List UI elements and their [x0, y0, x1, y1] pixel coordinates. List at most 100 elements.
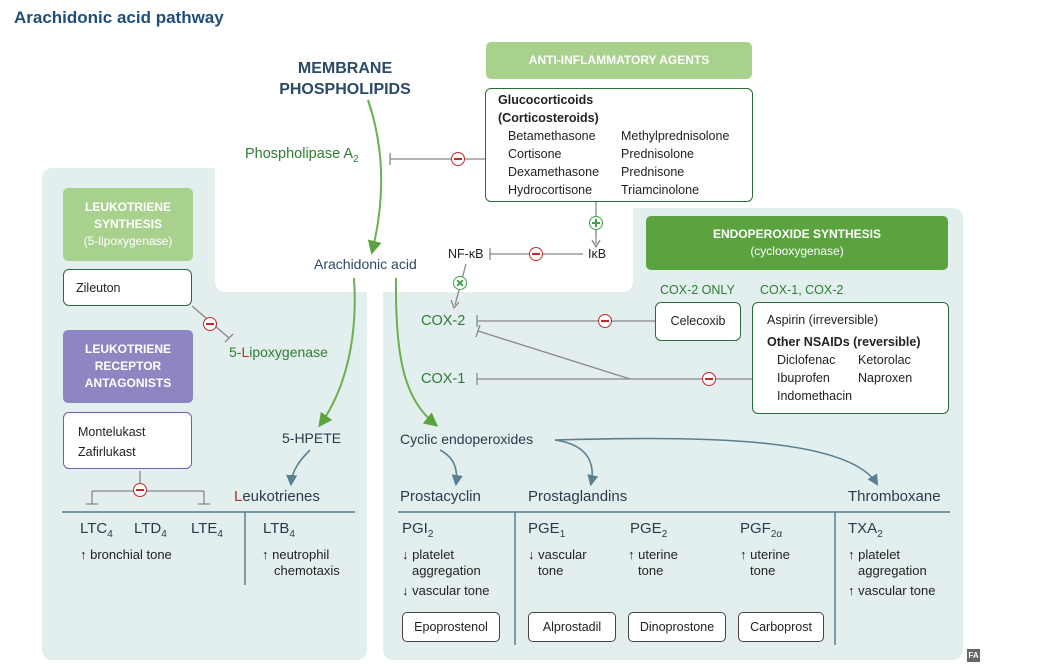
- pgf-effect2: tone: [750, 563, 776, 578]
- drug-celecoxib: Celecoxib: [670, 314, 726, 328]
- membrane-line2: PHOSPHOLIPIDS: [279, 81, 411, 98]
- alprostadil-box: Alprostadil: [528, 612, 616, 642]
- inhibit-cox1-icon: [702, 372, 716, 386]
- phospholipase-text: Phospholipase A: [245, 146, 354, 162]
- txa-base: TXA: [848, 520, 878, 537]
- pge1-sub: 1: [559, 529, 566, 540]
- drug-betamethasone: Betamethasone: [508, 129, 596, 143]
- zileuton-box: Zileuton: [63, 269, 192, 306]
- lipox-letter: L: [241, 344, 250, 360]
- lt-synthesis-line3: (5-lipoxygenase): [83, 234, 173, 248]
- pge1-base: PGE: [528, 520, 560, 537]
- cox1-cox2-label: COX-1, COX-2: [760, 283, 844, 297]
- drug-ibuprofen: Ibuprofen: [777, 371, 830, 385]
- lt-synthesis-line2: SYNTHESIS: [93, 217, 162, 231]
- carboprost-box: Carboprost: [738, 612, 824, 642]
- ltd4: LTD4: [134, 520, 167, 540]
- prostacyclin-heading: Prostacyclin: [400, 488, 481, 505]
- thromboxane-heading: Thromboxane: [848, 488, 941, 505]
- glucocorticoids-col1: Betamethasone Cortisone Dexamethasone Hy…: [508, 127, 599, 199]
- pge2-effects: ↑ uterine tone: [628, 547, 678, 579]
- pge2-base: PGE: [630, 520, 662, 537]
- inhibit-cox2-icon: [598, 314, 612, 328]
- inhibit-nfkb-icon: [529, 247, 543, 261]
- leukotrienes-rest: eukotrienes: [242, 488, 320, 505]
- lt-receptor-line1: LEUKOTRIENE: [84, 342, 171, 356]
- drug-indomethacin: Indomethacin: [777, 389, 853, 403]
- membrane-line1: MEMBRANE: [297, 60, 393, 77]
- drug-zileuton: Zileuton: [76, 281, 121, 295]
- ltd-sub: 4: [161, 529, 167, 540]
- leukotrienes-letter: L: [234, 488, 243, 505]
- pge2-effect2: tone: [638, 563, 664, 578]
- pgi2: PGI2: [402, 520, 433, 540]
- pgi-effect2: aggregation: [412, 563, 481, 578]
- lte-base: LTE: [191, 520, 218, 537]
- txa-effect2: aggregation: [858, 563, 927, 578]
- inhibit-lipoxygenase-icon: [203, 317, 217, 331]
- leukotriene-receptor-header: LEUKOTRIENE RECEPTOR ANTAGONISTS: [63, 330, 193, 403]
- epoprostenol-box: Epoprostenol: [402, 612, 500, 642]
- cox2-only-label: COX-2 ONLY: [660, 283, 735, 297]
- nsaids-box: Aspirin (irreversible) Other NSAIDs (rev…: [752, 302, 949, 414]
- endoperoxide-line1: ENDOPEROXIDE SYNTHESIS: [712, 227, 882, 241]
- txa-effect1: ↑ platelet: [848, 547, 901, 562]
- neutrophil-line1: ↑ neutrophil: [262, 547, 330, 562]
- pge1-effect2: tone: [538, 563, 564, 578]
- cox2-label: COX-2: [421, 313, 466, 329]
- cox1-label: COX-1: [421, 371, 466, 387]
- drug-prednisone: Prednisone: [621, 165, 685, 179]
- corner-logo: FA: [967, 649, 980, 662]
- inhibit-lt-receptor-icon: [133, 483, 147, 497]
- drug-diclofenac: Diclofenac: [777, 353, 836, 367]
- bronchial-effect: ↑ bronchial tone: [80, 547, 172, 562]
- pgf-sub: 2α: [770, 529, 783, 540]
- prostaglandins-heading: Prostaglandins: [528, 488, 628, 505]
- pge1-effect1: ↓ vascular: [528, 547, 587, 562]
- inhibit-pla2-icon: [451, 152, 465, 166]
- cyclic-endoperoxides: Cyclic endoperoxides: [400, 431, 534, 447]
- pgi-effect1: ↓ platelet: [402, 547, 455, 562]
- ltb-sub: 4: [289, 529, 295, 540]
- pgi-base: PGI: [402, 520, 428, 537]
- lte-sub: 4: [217, 529, 223, 540]
- pge2-effect1: ↑ uterine: [628, 547, 678, 562]
- glucocorticoids-line2: (Corticosteroids): [498, 111, 599, 125]
- glucocorticoids-title: Glucocorticoids (Corticosteroids): [498, 91, 599, 127]
- nsaids-col2: Ketorolac Naproxen: [858, 351, 912, 387]
- glucocorticoids-line1: Glucocorticoids: [498, 93, 594, 107]
- receptor-drugs-box: Montelukast Zafirlukast: [63, 412, 192, 469]
- pge2: PGE2: [630, 520, 667, 540]
- drug-hydrocortisone: Hydrocortisone: [508, 183, 593, 197]
- neutrophil-line2: chemotaxis: [274, 563, 340, 578]
- pge1-effects: ↓ vascular tone: [528, 547, 587, 579]
- drug-zafirlukast: Zafirlukast: [78, 445, 136, 459]
- drug-cortisone: Cortisone: [508, 147, 562, 161]
- neutrophil-effect: ↑ neutrophil chemotaxis: [262, 547, 340, 579]
- drug-montelukast: Montelukast: [78, 425, 146, 439]
- leukotriene-panel-notch: [215, 168, 370, 292]
- ltb4: LTB4: [263, 520, 295, 540]
- pgi-effects: ↓ platelet aggregation ↓ vascular tone: [402, 547, 489, 599]
- nsaids-col1: Diclofenac Ibuprofen Indomethacin: [777, 351, 852, 405]
- membrane-phospholipids: MEMBRANE PHOSPHOLIPIDS: [270, 58, 420, 100]
- endoperoxide-header: ENDOPEROXIDE SYNTHESIS (cyclooxygenase): [646, 216, 948, 270]
- endoperoxide-line2: (cyclooxygenase): [750, 244, 844, 258]
- celecoxib-box: Celecoxib: [655, 302, 741, 341]
- ltc-sub: 4: [107, 529, 113, 540]
- drug-ketorolac: Ketorolac: [858, 353, 911, 367]
- phospholipase-label: Phospholipase A2: [245, 146, 359, 165]
- other-nsaids-title: Other NSAIDs (reversible): [767, 335, 921, 349]
- dinoprostone-box: Dinoprostone: [628, 612, 726, 642]
- ltc4: LTC4: [80, 520, 113, 540]
- lipox-rest: ipoxygenase: [249, 344, 328, 360]
- nfkb-label: NF-κB: [448, 247, 484, 261]
- ikb-label: IκB: [588, 247, 607, 261]
- lte4: LTE4: [191, 520, 223, 540]
- drug-dexamethasone: Dexamethasone: [508, 165, 600, 179]
- ltd-base: LTD: [134, 520, 162, 537]
- txa-sub: 2: [877, 529, 883, 540]
- leukotriene-synthesis-header: LEUKOTRIENE SYNTHESIS (5-lipoxygenase): [63, 188, 193, 261]
- leukotrienes-heading: Leukotrienes: [234, 488, 320, 505]
